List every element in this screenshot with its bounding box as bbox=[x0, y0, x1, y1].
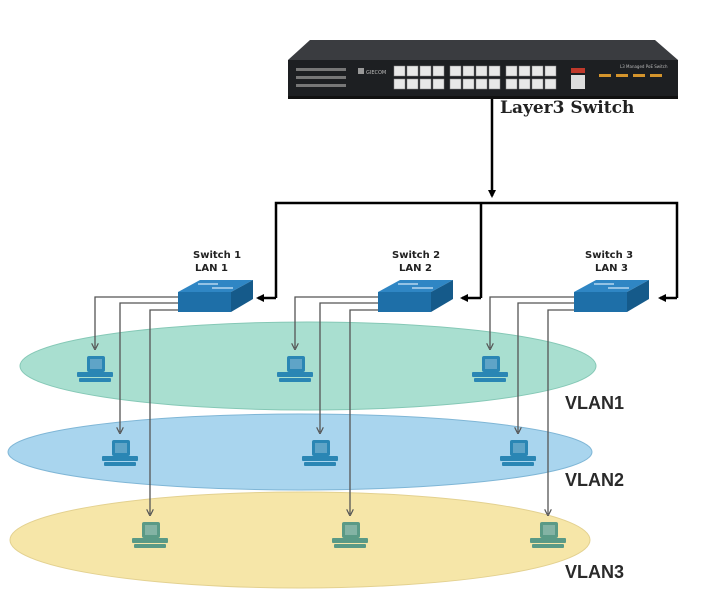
core-port bbox=[531, 78, 544, 90]
core-port bbox=[505, 65, 518, 77]
core-port bbox=[531, 65, 544, 77]
vlan3-label: VLAN3 bbox=[565, 562, 624, 582]
core-port bbox=[475, 65, 488, 77]
access-link bbox=[295, 296, 378, 348]
core-port bbox=[505, 78, 518, 90]
layer3-switch: GIECOM L3 Managed PoE Switch bbox=[288, 40, 678, 99]
core-port bbox=[406, 78, 419, 90]
computer-icon bbox=[332, 522, 368, 548]
switch2-lan: LAN 2 bbox=[399, 263, 432, 274]
access-link bbox=[120, 302, 178, 432]
computer-icon bbox=[77, 356, 113, 382]
computer-icon bbox=[302, 440, 338, 466]
computer-icon bbox=[530, 522, 566, 548]
access-link bbox=[320, 302, 378, 432]
computer-icon bbox=[132, 522, 168, 548]
core-port bbox=[393, 78, 406, 90]
core-brand: GIECOM bbox=[366, 70, 386, 76]
switch3-name: Switch 3 bbox=[585, 250, 633, 261]
core-port bbox=[518, 78, 531, 90]
access-switch-2 bbox=[378, 280, 453, 312]
vlan3-zone bbox=[9, 491, 591, 589]
computer-icon bbox=[500, 440, 536, 466]
switch1-name: Switch 1 bbox=[193, 250, 241, 261]
access-link bbox=[350, 309, 378, 514]
switch3-lan: LAN 3 bbox=[595, 263, 628, 274]
access-link bbox=[490, 296, 574, 348]
core-port bbox=[544, 78, 557, 90]
core-port bbox=[475, 78, 488, 90]
trunk-links bbox=[256, 99, 679, 302]
vlan2-label: VLAN2 bbox=[565, 470, 624, 490]
access-link bbox=[95, 296, 178, 348]
core-port bbox=[488, 78, 501, 90]
core-port bbox=[393, 65, 406, 77]
core-port bbox=[488, 65, 501, 77]
core-port bbox=[462, 65, 475, 77]
vlan1-zone bbox=[19, 321, 597, 411]
core-port bbox=[449, 78, 462, 90]
access-link bbox=[548, 309, 574, 514]
core-port bbox=[432, 65, 445, 77]
core-port bbox=[419, 65, 432, 77]
core-port bbox=[462, 78, 475, 90]
core-port bbox=[544, 65, 557, 77]
switch1-lan: LAN 1 bbox=[195, 263, 228, 274]
core-port bbox=[449, 65, 462, 77]
switch2-name: Switch 2 bbox=[392, 250, 440, 261]
core-port bbox=[406, 65, 419, 77]
vlan1-label: VLAN1 bbox=[565, 393, 624, 413]
access-link bbox=[518, 302, 574, 432]
layer3-switch-label: Layer3 Switch bbox=[500, 98, 634, 118]
access-link bbox=[150, 309, 178, 514]
access-links bbox=[95, 296, 574, 514]
computer-icon bbox=[472, 356, 508, 382]
core-port bbox=[432, 78, 445, 90]
core-port bbox=[518, 65, 531, 77]
core-model: L3 Managed PoE Switch bbox=[620, 64, 668, 69]
computer-icon bbox=[277, 356, 313, 382]
vlan2-zone bbox=[7, 413, 593, 491]
core-port bbox=[419, 78, 432, 90]
access-switch-3 bbox=[574, 280, 649, 312]
computer-icon bbox=[102, 440, 138, 466]
access-switch-1 bbox=[178, 280, 253, 312]
